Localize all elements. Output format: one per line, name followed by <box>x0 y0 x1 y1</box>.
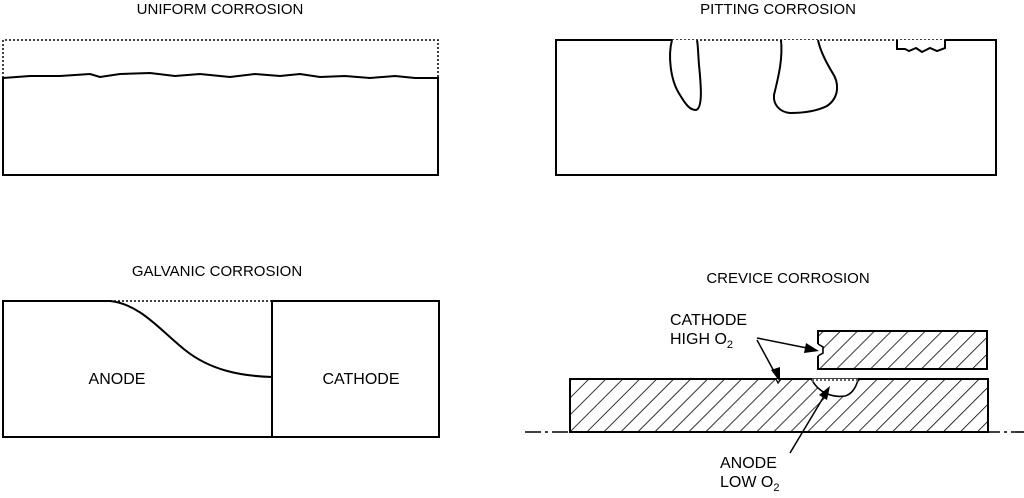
original-surface-outline <box>2 39 439 80</box>
anode-corroded-profile <box>109 300 273 378</box>
uniform-corrosion-title: UNIFORM CORROSION <box>137 1 304 18</box>
anode-arrowhead <box>819 386 830 400</box>
uniform-corroded-metal <box>2 71 439 176</box>
galvanic-corrosion-panel: GALVANIC CORROSION ANODE CATHODE <box>2 263 440 438</box>
crevice-anode-label-line1: ANODE <box>720 455 777 472</box>
pit-1 <box>669 39 702 112</box>
cathode-block <box>271 300 440 438</box>
crevice-cathode-label-line1: CATHODE <box>670 312 747 329</box>
pitting-corrosion-panel: PITTING CORROSION <box>555 1 997 176</box>
pitting-corrosion-title: PITTING CORROSION <box>700 1 856 18</box>
galvanic-corrosion-title: GALVANIC CORROSION <box>132 263 302 280</box>
anode-label: ANODE <box>89 371 146 388</box>
cathode-arrowhead-upper <box>804 343 819 353</box>
crevice-corrosion-panel: CREVICE CORROSION CATHODE HIGH O2 ANODE … <box>525 270 1024 494</box>
cathode-leader-upper <box>756 337 813 350</box>
crevice-corrosion-title: CREVICE CORROSION <box>706 270 869 287</box>
pit-2 <box>772 39 838 115</box>
cathode-arrowhead-lower <box>771 367 780 382</box>
crevice-pit <box>810 379 860 398</box>
anode-leader <box>789 392 827 454</box>
cathode-leader-lower <box>756 339 777 376</box>
crevice-cathode-label-line2: HIGH O2 <box>670 331 733 351</box>
anode-block <box>2 300 273 438</box>
upper-plate-notch-fill <box>816 344 823 356</box>
lower-plate <box>569 378 989 433</box>
upper-plate <box>817 330 988 370</box>
cathode-label: CATHODE <box>322 371 399 388</box>
pit-3 <box>896 40 946 54</box>
pitting-metal-block <box>555 39 997 176</box>
upper-plate-notch <box>817 343 824 357</box>
crevice-anode-label-line2: LOW O2 <box>720 474 779 493</box>
uniform-corrosion-panel: UNIFORM CORROSION <box>2 1 439 176</box>
